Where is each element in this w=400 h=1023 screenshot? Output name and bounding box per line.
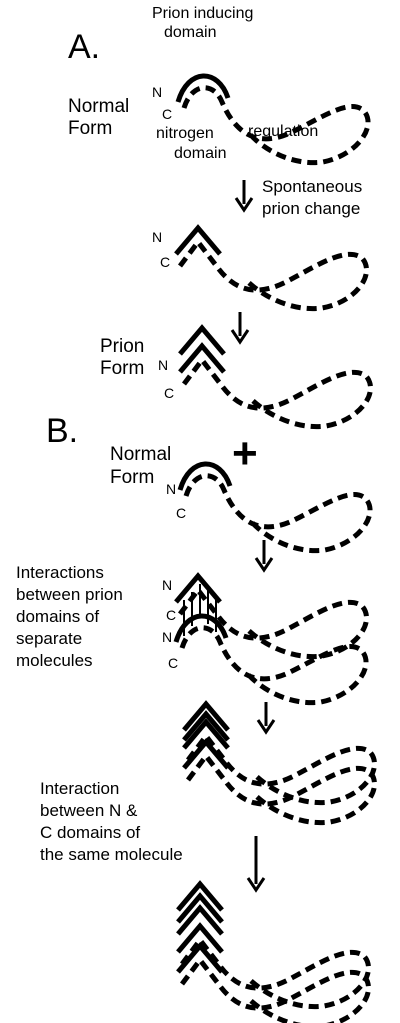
arrow-to-aggregate xyxy=(256,700,276,734)
prion-form-molecule xyxy=(180,324,371,427)
n-terminal-label: N xyxy=(152,229,162,245)
interactions-line: separate xyxy=(16,629,82,648)
interacting-molecule-pair xyxy=(176,576,367,703)
normal-form-label-1: Normal xyxy=(68,96,129,117)
c-terminal-label: C xyxy=(162,106,172,122)
interaction-nc-line: C domains of xyxy=(40,823,140,842)
n-terminal-label: N xyxy=(158,357,168,373)
c-terminal-label: C xyxy=(166,607,176,623)
interactions-label: Interactions between prion domains of se… xyxy=(16,563,123,670)
normal-form-b-label-1: Normal xyxy=(110,444,171,465)
interactions-line: between prion xyxy=(16,585,123,604)
plus-sign: + xyxy=(232,429,258,478)
n-terminal-label: N xyxy=(162,577,172,593)
regulation-label: regulation xyxy=(248,123,318,140)
stacked-aggregate-molecules xyxy=(184,700,375,823)
arrow-to-interactions xyxy=(254,538,274,572)
arrow-spontaneous xyxy=(234,178,254,212)
c-terminal-label: C xyxy=(176,505,186,521)
c-terminal-label: C xyxy=(164,385,174,401)
interaction-nc-line: the same molecule xyxy=(40,845,183,864)
section-a-label: A. xyxy=(68,28,100,66)
interactions-line: molecules xyxy=(16,651,93,670)
interaction-nc-line: between N & xyxy=(40,801,138,820)
nitrogen-domain-label-1: nitrogen xyxy=(156,125,214,142)
n-terminal-label: N xyxy=(152,84,162,100)
n-terminal-label: N xyxy=(162,629,172,645)
n-terminal-label: N xyxy=(166,481,176,497)
interactions-line: domains of xyxy=(16,607,99,626)
normal-form-molecule-b xyxy=(180,464,370,551)
interaction-nc-line: Interaction xyxy=(40,779,119,798)
prion-inducing-label-2: domain xyxy=(164,24,216,41)
spontaneous-label-2: prion change xyxy=(262,199,360,218)
section-b-label: B. xyxy=(46,412,78,450)
final-fibril-molecules xyxy=(178,880,369,1023)
nitrogen-domain-label-2: domain xyxy=(174,145,226,162)
normal-form-b-label-2: Form xyxy=(110,467,154,488)
prion-form-label-2: Form xyxy=(100,358,144,379)
prion-form-label-1: Prion xyxy=(100,336,144,357)
normal-form-label-2: Form xyxy=(68,118,112,139)
intermediate-molecule xyxy=(176,228,367,309)
spontaneous-label-1: Spontaneous xyxy=(262,177,362,196)
c-terminal-label: C xyxy=(168,655,178,671)
interaction-nc-label: Interaction between N & C domains of the… xyxy=(40,779,183,864)
arrow-to-prion-form xyxy=(230,310,250,344)
prion-inducing-label-1: Prion inducing xyxy=(152,5,253,22)
arrow-to-fibril xyxy=(246,836,266,893)
interactions-line: Interactions xyxy=(16,563,104,582)
c-terminal-label: C xyxy=(160,254,170,270)
